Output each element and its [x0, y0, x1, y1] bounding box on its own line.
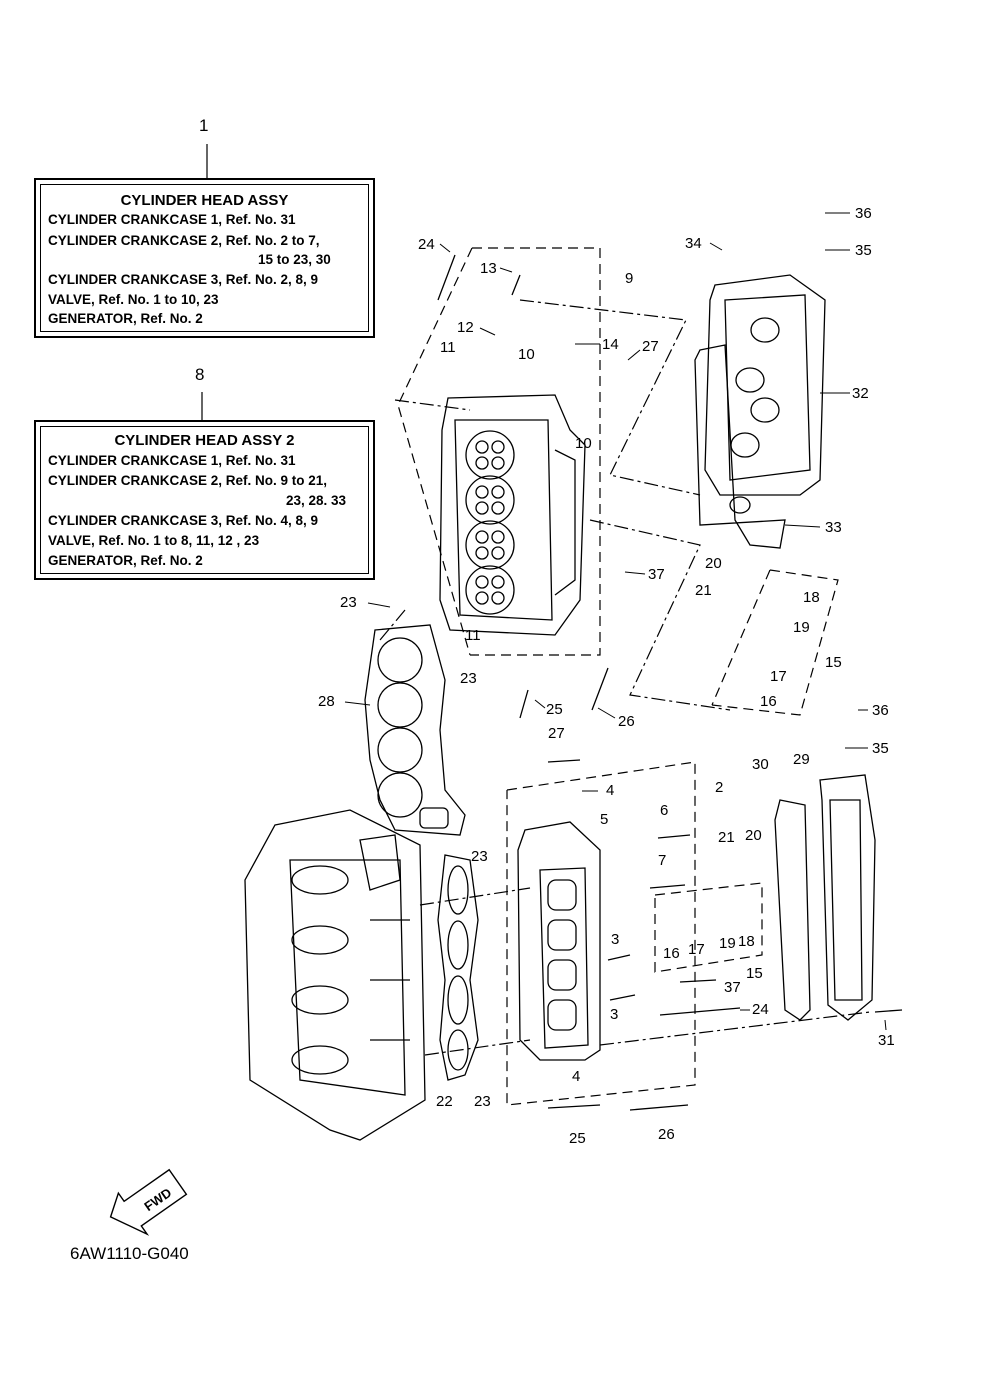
callout-27: 27 [548, 725, 565, 742]
callout-37: 37 [648, 566, 665, 583]
callout-30: 30 [752, 756, 769, 773]
callout-37: 37 [724, 979, 741, 996]
crankcase-block [244, 809, 426, 1141]
callout-24: 24 [752, 1001, 769, 1018]
callout-19: 19 [719, 935, 736, 952]
upper-head-cover [694, 274, 826, 549]
kit-line: 15 to 23, 30 [258, 252, 331, 267]
callout-14: 14 [602, 336, 619, 353]
callout-4: 4 [606, 782, 615, 799]
callout-29: 29 [793, 751, 810, 768]
kit-line: CYLINDER CRANKCASE 2, Ref. No. 9 to 21, [48, 473, 328, 488]
callout-20: 20 [705, 555, 722, 572]
callout-35: 35 [855, 242, 872, 259]
callout-17: 17 [688, 941, 705, 958]
kit-line: CYLINDER CRANKCASE 3, Ref. No. 2, 8, 9 [48, 272, 319, 287]
callout-23: 23 [471, 848, 488, 865]
callout-25: 25 [569, 1130, 586, 1147]
kit-8-ref: 8 [195, 365, 205, 384]
kit-title: CYLINDER HEAD ASSY 2 [114, 432, 295, 449]
callout-16: 16 [663, 945, 680, 962]
kit-line: GENERATOR, Ref. No. 2 [48, 553, 203, 568]
callout-23: 23 [474, 1093, 491, 1110]
callout-18: 18 [803, 589, 820, 606]
callout-9: 9 [625, 270, 634, 287]
callout-3: 3 [610, 1006, 619, 1023]
lower-head-gasket [437, 854, 479, 1081]
diagram-code: 6AW1110-G040 [70, 1244, 189, 1263]
kit-title: CYLINDER HEAD ASSY [120, 192, 289, 209]
callout-34: 34 [685, 235, 702, 252]
kit-line: CYLINDER CRANKCASE 1, Ref. No. 31 [48, 453, 296, 468]
callout-15: 15 [825, 654, 842, 671]
callout-27: 27 [642, 338, 659, 355]
callout-11: 11 [465, 627, 481, 644]
kit-line: VALVE, Ref. No. 1 to 10, 23 [48, 292, 219, 307]
callout-23: 23 [460, 670, 477, 687]
bolts [437, 254, 903, 1111]
callout-32: 32 [852, 385, 869, 402]
callout-15: 15 [746, 965, 763, 982]
callout-31: 31 [878, 1032, 895, 1049]
kit-line: CYLINDER CRANKCASE 3, Ref. No. 4, 8, 9 [48, 513, 319, 528]
callout-5: 5 [600, 811, 609, 828]
callout-10: 10 [575, 435, 592, 452]
kit-box-cylinder-head-assy: CYLINDER HEAD ASSY CYLINDER CRANKCASE 1,… [34, 178, 375, 338]
callout-21: 21 [695, 582, 712, 599]
callout-26: 26 [618, 713, 635, 730]
kit-line: VALVE, Ref. No. 1 to 8, 11, 12 , 23 [48, 533, 260, 548]
callout-35: 35 [872, 740, 889, 757]
callout-25: 25 [546, 701, 563, 718]
lower-cylinder-head [517, 821, 601, 1061]
kit-box-cylinder-head-assy-2: CYLINDER HEAD ASSY 2 CYLINDER CRANKCASE … [34, 420, 375, 580]
fwd-arrow-icon [109, 1168, 188, 1236]
callout-36: 36 [855, 205, 872, 222]
callout-23: 23 [340, 594, 357, 611]
callout-17: 17 [770, 668, 787, 685]
upper-cylinder-head [439, 394, 586, 636]
callout-33: 33 [825, 519, 842, 536]
callout-28: 28 [318, 693, 335, 710]
callout-36: 36 [872, 702, 889, 719]
callout-24: 24 [418, 236, 435, 253]
callout-18: 18 [738, 933, 755, 950]
upper-head-gasket [364, 624, 466, 836]
callout-19: 19 [793, 619, 810, 636]
callout-13: 13 [480, 260, 497, 277]
callout-26: 26 [658, 1126, 675, 1143]
kit-1-ref: 1 [199, 116, 209, 135]
callout-10: 10 [518, 346, 535, 363]
callout-16: 16 [760, 693, 777, 710]
callout-7: 7 [658, 852, 667, 869]
kit-line: CYLINDER CRANKCASE 2, Ref. No. 2 to 7, [48, 233, 320, 248]
callout-2: 2 [715, 779, 724, 796]
kit-line: 23, 28. 33 [286, 493, 347, 508]
callout-21: 21 [718, 829, 735, 846]
callout-3: 3 [611, 931, 620, 948]
kit-line: CYLINDER CRANKCASE 1, Ref. No. 31 [48, 212, 296, 227]
callout-6: 6 [660, 802, 669, 819]
callout-11: 11 [440, 339, 456, 356]
callout-22: 22 [436, 1093, 453, 1110]
kit-line: GENERATOR, Ref. No. 2 [48, 311, 203, 326]
callout-12: 12 [457, 319, 474, 336]
lower-head-cover [774, 774, 876, 1021]
callout-4: 4 [572, 1068, 581, 1085]
callout-20: 20 [745, 827, 762, 844]
